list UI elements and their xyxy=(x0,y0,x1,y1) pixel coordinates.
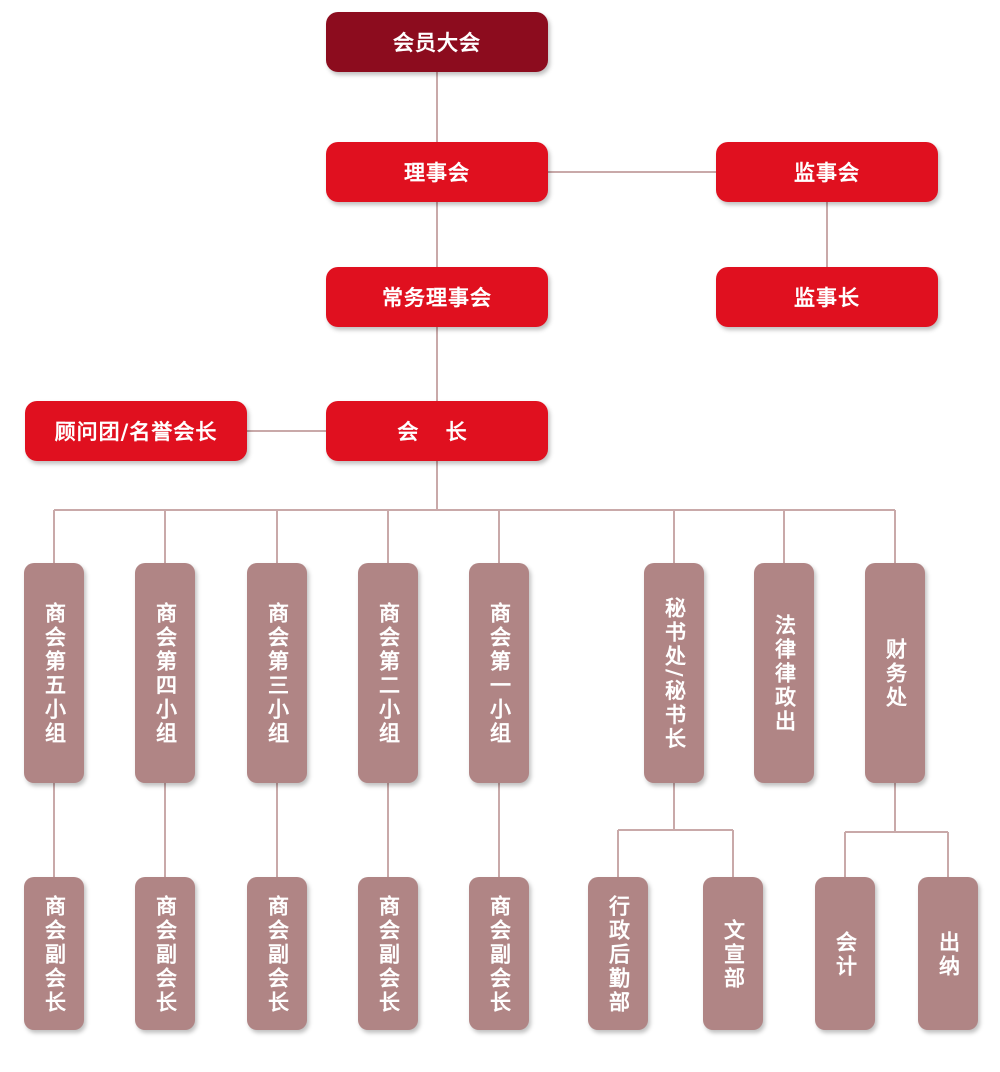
cashier-label: 出纳 xyxy=(936,930,961,979)
admin-logistics-label: 行政后勤部 xyxy=(606,894,631,1015)
group-three-label: 商会第三小组 xyxy=(265,602,290,746)
publicity-label: 文宣部 xyxy=(721,918,746,991)
secretariat-box: 秘书处/秘书长 xyxy=(644,563,704,783)
legal-label: 法律律政出 xyxy=(772,614,797,734)
secretariat-label: 秘书处/秘书长 xyxy=(662,596,687,752)
cashier-box: 出纳 xyxy=(918,877,978,1030)
vice-president-box: 商会副会长 xyxy=(135,877,195,1030)
council-box: 理事会 xyxy=(326,142,548,202)
group-two-box: 商会第二小组 xyxy=(358,563,418,783)
vice-president-label: 商会副会长 xyxy=(265,894,290,1015)
vice-president-label: 商会副会长 xyxy=(487,894,512,1015)
admin-logistics-box: 行政后勤部 xyxy=(588,877,648,1030)
vice-president-box: 商会副会长 xyxy=(358,877,418,1030)
group-five-box: 商会第五小组 xyxy=(24,563,84,783)
vice-president-label: 商会副会长 xyxy=(42,894,67,1015)
accounting-box: 会计 xyxy=(815,877,875,1030)
group-four-label: 商会第四小组 xyxy=(153,602,178,746)
standing-council-box: 常务理事会 xyxy=(326,267,548,327)
vice-president-box: 商会副会长 xyxy=(469,877,529,1030)
finance-label: 财务处 xyxy=(883,638,908,710)
advisors-box: 顾问团/名誉会长 xyxy=(25,401,247,461)
vice-president-label: 商会副会长 xyxy=(153,894,178,1015)
general-assembly-box: 会员大会 xyxy=(326,12,548,72)
finance-box: 财务处 xyxy=(865,563,925,783)
group-three-box: 商会第三小组 xyxy=(247,563,307,783)
group-one-label: 商会第一小组 xyxy=(487,602,512,746)
president-box: 会 长 xyxy=(326,401,548,461)
group-one-box: 商会第一小组 xyxy=(469,563,529,783)
vice-president-box: 商会副会长 xyxy=(24,877,84,1030)
vice-president-label: 商会副会长 xyxy=(376,894,401,1015)
supervisory-board-box: 监事会 xyxy=(716,142,938,202)
group-four-box: 商会第四小组 xyxy=(135,563,195,783)
publicity-box: 文宣部 xyxy=(703,877,763,1030)
group-five-label: 商会第五小组 xyxy=(42,602,67,746)
legal-box: 法律律政出 xyxy=(754,563,814,783)
accounting-label: 会计 xyxy=(833,930,858,979)
group-two-label: 商会第二小组 xyxy=(376,602,401,746)
vice-president-box: 商会副会长 xyxy=(247,877,307,1030)
chief-supervisor-box: 监事长 xyxy=(716,267,938,327)
